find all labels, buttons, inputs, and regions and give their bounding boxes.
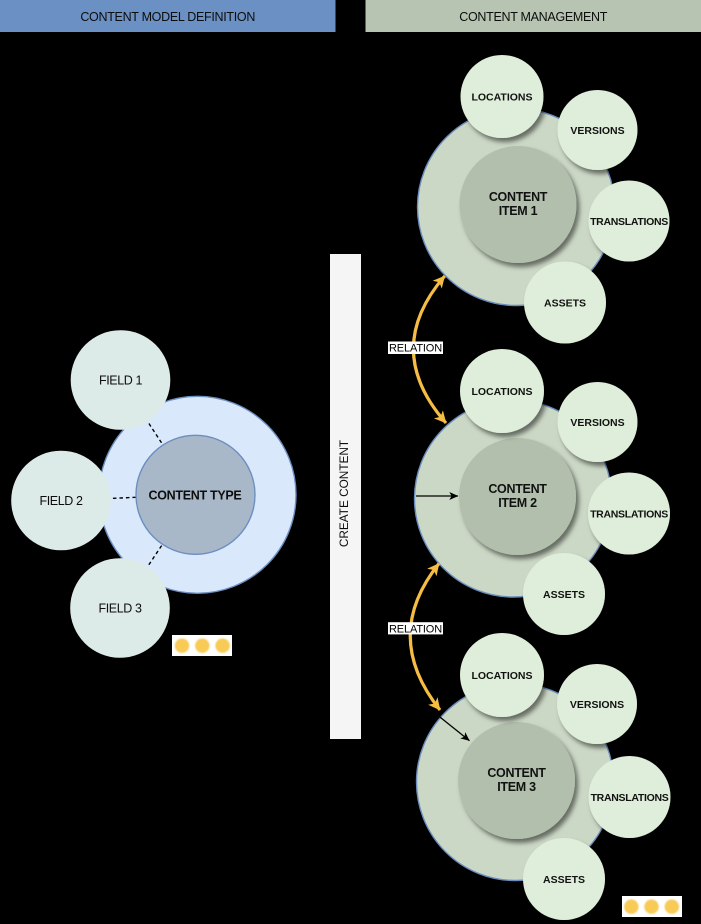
svg-text:TRANSLATIONS: TRANSLATIONS xyxy=(591,792,669,804)
svg-text:ITEM 3: ITEM 3 xyxy=(497,780,536,794)
svg-text:FIELD 1: FIELD 1 xyxy=(99,373,142,387)
svg-text:VERSIONS: VERSIONS xyxy=(570,417,624,429)
svg-text:ITEM 2: ITEM 2 xyxy=(498,496,537,510)
svg-text:CONTENT: CONTENT xyxy=(487,766,546,780)
svg-text:CONTENT: CONTENT xyxy=(489,190,548,204)
svg-text:RELATION: RELATION xyxy=(389,343,442,355)
svg-text:CONTENT TYPE: CONTENT TYPE xyxy=(149,488,242,502)
svg-text:CONTENT MANAGEMENT: CONTENT MANAGEMENT xyxy=(459,10,608,24)
svg-text:ASSETS: ASSETS xyxy=(543,589,585,601)
svg-text:LOCATIONS: LOCATIONS xyxy=(471,386,532,398)
svg-text:ITEM 1: ITEM 1 xyxy=(499,204,538,218)
svg-text:CONTENT: CONTENT xyxy=(488,482,547,496)
svg-text:FIELD 2: FIELD 2 xyxy=(39,494,82,508)
svg-text:CREATE CONTENT: CREATE CONTENT xyxy=(337,440,351,547)
svg-text:ASSETS: ASSETS xyxy=(543,874,585,886)
svg-text:ASSETS: ASSETS xyxy=(544,298,586,310)
svg-text:VERSIONS: VERSIONS xyxy=(570,699,624,711)
svg-text:LOCATIONS: LOCATIONS xyxy=(471,670,532,682)
svg-text:LOCATIONS: LOCATIONS xyxy=(471,92,532,104)
svg-text:RELATION: RELATION xyxy=(389,623,442,635)
svg-text:FIELD 3: FIELD 3 xyxy=(98,601,141,615)
svg-text:CONTENT MODEL DEFINITION: CONTENT MODEL DEFINITION xyxy=(80,10,255,24)
svg-text:TRANSLATIONS: TRANSLATIONS xyxy=(590,509,668,521)
svg-text:TRANSLATIONS: TRANSLATIONS xyxy=(590,216,668,228)
svg-text:VERSIONS: VERSIONS xyxy=(570,125,624,137)
